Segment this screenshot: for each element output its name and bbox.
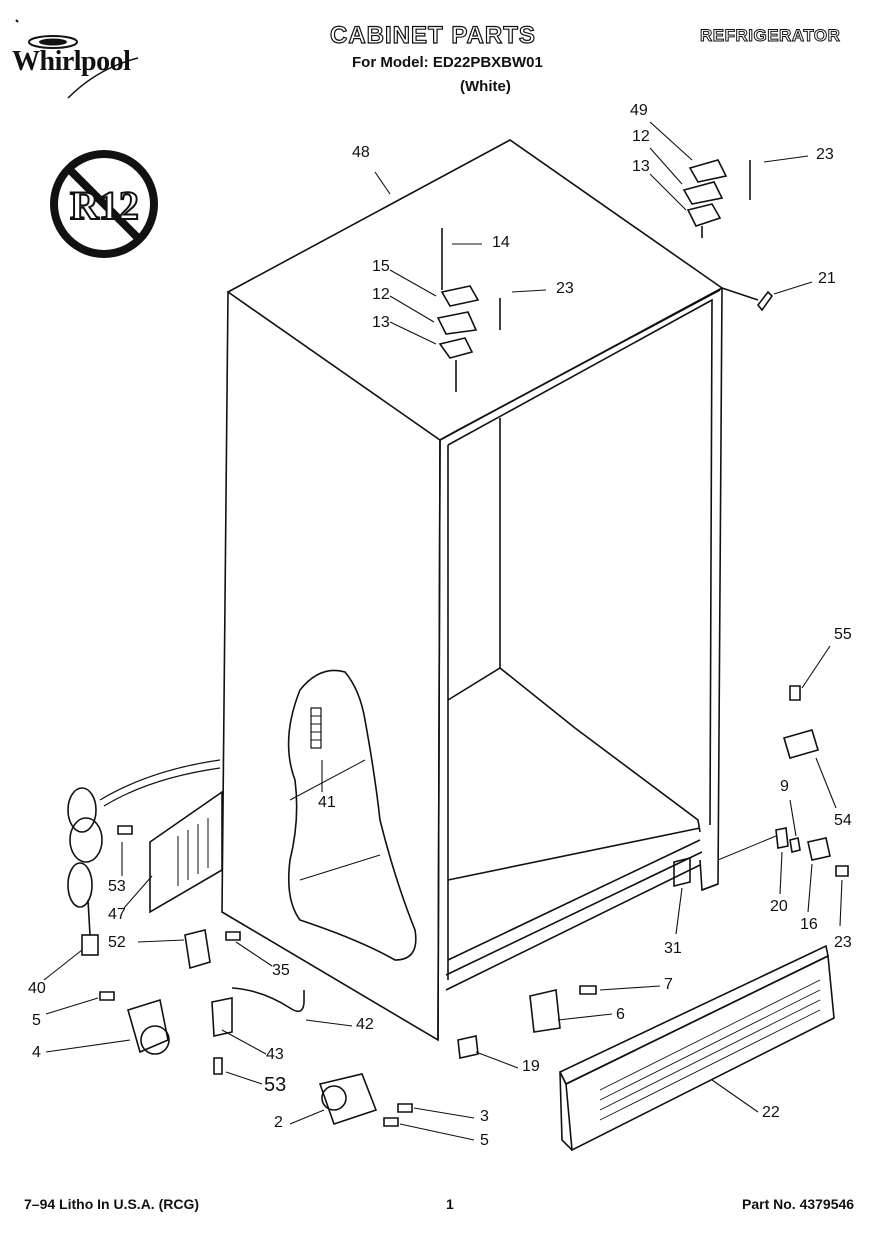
whirlpool-swirl-icon [15, 19, 139, 99]
part-54-bracket [783, 729, 819, 759]
callout-5-left: 5 [32, 1012, 41, 1029]
callout-43: 43 [266, 1046, 284, 1063]
callout-31: 31 [664, 940, 682, 957]
no-r12-badge: R12 [48, 148, 160, 260]
callout-42: 42 [356, 1016, 374, 1033]
part-4-roller [127, 998, 170, 1055]
part-5-screw-right [383, 1117, 399, 1127]
callout-41: 41 [318, 794, 336, 811]
callout-48: 48 [352, 144, 370, 161]
part-5-screw-left [99, 991, 115, 1001]
part-21-clip [756, 290, 774, 312]
callout-12-center: 12 [372, 286, 390, 303]
callout-9: 9 [780, 778, 789, 795]
callout-53-upper: 53 [108, 878, 126, 895]
brand-logo: Whirlpool [8, 18, 183, 108]
part-7-screw [579, 985, 597, 995]
part-23-screw-lower [835, 865, 849, 877]
callout-54: 54 [834, 812, 852, 829]
footer-page-number: 1 [446, 1196, 454, 1212]
part-47-electrical-box [99, 759, 223, 914]
callout-23-lower: 23 [834, 934, 852, 951]
part-2-leveler-bracket [318, 1073, 378, 1126]
page-title: CABINET PARTS [329, 21, 536, 49]
appliance-category: REFRIGERATOR [699, 26, 841, 46]
callout-leaders [43, 121, 843, 1141]
part-41-drain-tube [310, 707, 322, 749]
callout-15: 15 [372, 258, 390, 275]
part-9-shim [789, 837, 801, 853]
part-6-hinge [529, 989, 561, 1033]
brand-name: Whirlpool [12, 46, 131, 77]
cabinet-cutaway [287, 669, 417, 961]
color-line: (White) [460, 78, 511, 95]
callout-6: 6 [616, 1006, 625, 1023]
part-52-clamp [184, 929, 211, 970]
part-40-power-cord [67, 787, 103, 956]
callout-21: 21 [818, 270, 836, 287]
callout-47: 47 [108, 906, 126, 923]
callout-40: 40 [28, 980, 46, 997]
footer-part-number: Part No. 4379546 [742, 1196, 855, 1212]
callout-13-center: 13 [372, 314, 390, 331]
callout-5-right: 5 [480, 1132, 489, 1149]
callout-12-right: 12 [632, 128, 650, 145]
model-line: For Model: ED22PBXBW01 [352, 54, 543, 71]
callout-4: 4 [32, 1044, 41, 1061]
part-55-screw [789, 685, 801, 701]
part-20-shim [775, 827, 789, 849]
callout-52: 52 [108, 934, 126, 951]
center-hinge-assembly [436, 228, 501, 392]
no-r12-icon [50, 150, 158, 258]
callout-13-right: 13 [632, 158, 650, 175]
callout-2: 2 [274, 1114, 283, 1131]
callout-14: 14 [492, 234, 510, 251]
callout-35: 35 [272, 962, 290, 979]
callout-3: 3 [480, 1108, 489, 1125]
callout-16: 16 [800, 916, 818, 933]
part-53-screw-lower [213, 1057, 223, 1075]
callout-7: 7 [664, 976, 673, 993]
part-42-tube [231, 987, 305, 1013]
part-35-screw [225, 931, 241, 941]
part-19-block [457, 1035, 479, 1059]
callout-23-center: 23 [556, 280, 574, 297]
callout-23-top: 23 [816, 146, 834, 163]
right-hinge-assembly [682, 159, 751, 238]
callout-53-lower: 53 [264, 1074, 287, 1096]
callout-22: 22 [762, 1104, 780, 1121]
part-22-base-grille [558, 944, 835, 1152]
callout-20: 20 [770, 898, 788, 915]
footer-print-info: 7–94 Litho In U.S.A. (RCG) [24, 1196, 200, 1212]
callout-19: 19 [522, 1058, 540, 1075]
cabinet-shell [221, 139, 724, 1042]
badge-text: R12 [69, 182, 140, 229]
part-53-screw-upper [117, 825, 133, 835]
part-16-bracket [807, 837, 831, 861]
part-43-bracket [211, 997, 233, 1037]
callout-55: 55 [834, 626, 852, 643]
part-31-pad [673, 856, 691, 888]
part-3-screw [397, 1103, 413, 1113]
callout-49: 49 [630, 102, 648, 119]
